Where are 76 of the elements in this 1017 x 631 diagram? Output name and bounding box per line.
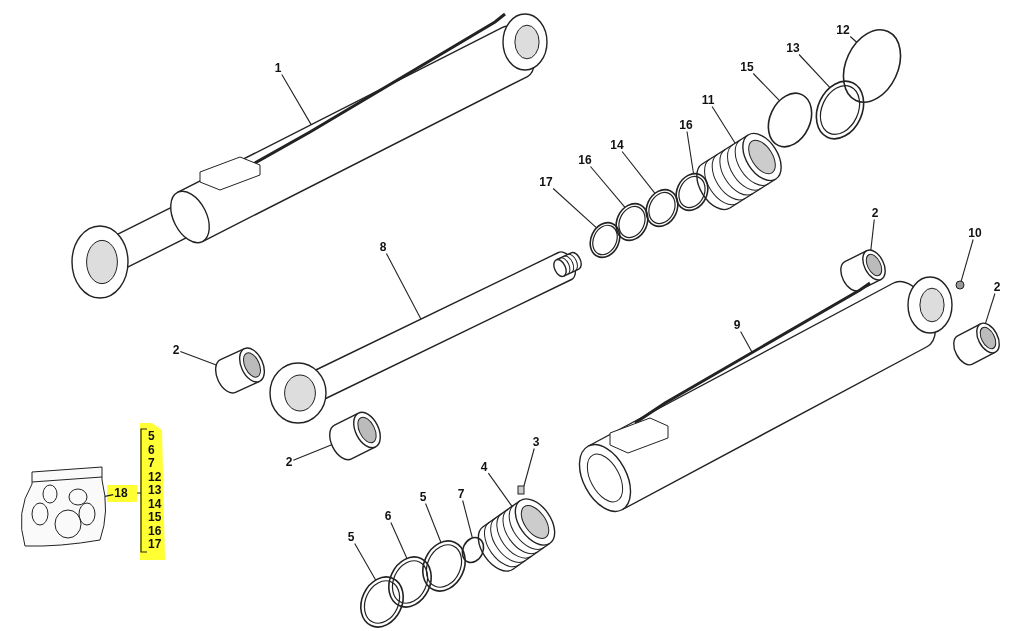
seal-ring-drawing [461, 536, 485, 564]
leader-line [179, 351, 217, 366]
callout-number: 12 [148, 470, 162, 483]
bushing-drawing [329, 411, 381, 461]
piston-rod-drawing [269, 251, 582, 424]
callout-number: 11 [700, 93, 716, 107]
callout-number: 2 [870, 206, 880, 220]
seal-ring-drawing [422, 540, 466, 592]
callout-number: 5 [418, 490, 428, 504]
callout-number: 13 [148, 483, 162, 497]
bushing-drawing [953, 322, 1000, 366]
seal-ring-drawing [615, 202, 649, 242]
callout-number: 2 [284, 455, 294, 469]
leader-line [589, 165, 626, 208]
leader-line [487, 472, 513, 507]
seal-ring-drawing [767, 92, 813, 148]
leader-line [281, 73, 312, 126]
callout-number: 1 [273, 61, 283, 75]
leader-line [984, 292, 996, 324]
callout-number: 5 [346, 530, 356, 544]
leader-line [462, 499, 473, 539]
seal-ring-drawing [388, 556, 432, 608]
callout-number: 5 [148, 429, 155, 443]
leader-line [711, 105, 736, 144]
callout-number: 17 [538, 175, 554, 189]
callout-number: 18 [113, 486, 129, 500]
seal-ring-drawing [675, 172, 709, 212]
seal-ring-drawing [815, 80, 865, 140]
leader-line [523, 447, 535, 487]
leader-line [621, 150, 656, 194]
seal-ring-drawing [589, 221, 621, 259]
callout-number: 7 [148, 456, 155, 470]
leader-line [390, 521, 408, 559]
bushing-drawing [214, 347, 266, 394]
leader-line [798, 53, 831, 89]
callout-number: 13 [785, 41, 801, 55]
seal-ring-drawing [360, 576, 404, 628]
callout-number: 9 [732, 318, 742, 332]
callout-number: 14 [609, 138, 625, 152]
leader-line [104, 494, 114, 497]
bushing-drawing [840, 249, 886, 292]
callout-number: 2 [171, 343, 181, 357]
callout-number: 16 [577, 153, 593, 167]
seal-kit-drawing [20, 466, 107, 547]
callout-number: 6 [383, 509, 393, 523]
leader-line [870, 218, 875, 251]
callout-number: 2 [992, 280, 1002, 294]
callout-number: 16 [678, 118, 694, 132]
callout-number: 3 [531, 435, 541, 449]
callout-number: 4 [479, 460, 489, 474]
leader-line [752, 72, 781, 102]
leader-line [354, 542, 377, 581]
callout-number: 8 [378, 240, 388, 254]
callout-number: 12 [835, 23, 851, 37]
leader-line [740, 330, 753, 354]
leader-line [292, 444, 333, 461]
leader-line [425, 502, 442, 543]
callout-number: 15 [739, 60, 755, 74]
leader-line [960, 238, 974, 282]
callout-number: 7 [456, 487, 466, 501]
seal-ring-drawing [645, 188, 679, 228]
callout-number: 14 [148, 497, 162, 510]
callout-number: 15 [148, 510, 162, 524]
gland-drawing [696, 132, 782, 211]
grease-nipple-drawing [955, 280, 965, 290]
cylinder-barrel-drawing [578, 276, 953, 512]
screw-drawing [517, 485, 525, 495]
piston-drawing [477, 498, 556, 572]
callout-number: 16 [148, 524, 162, 537]
callout-number: 6 [148, 443, 155, 456]
callout-number: 10 [967, 226, 983, 240]
callout-number: 17 [148, 537, 162, 551]
leader-line [849, 35, 858, 43]
leader-line [686, 130, 695, 175]
leader-line [552, 187, 598, 229]
leader-line [385, 252, 422, 320]
